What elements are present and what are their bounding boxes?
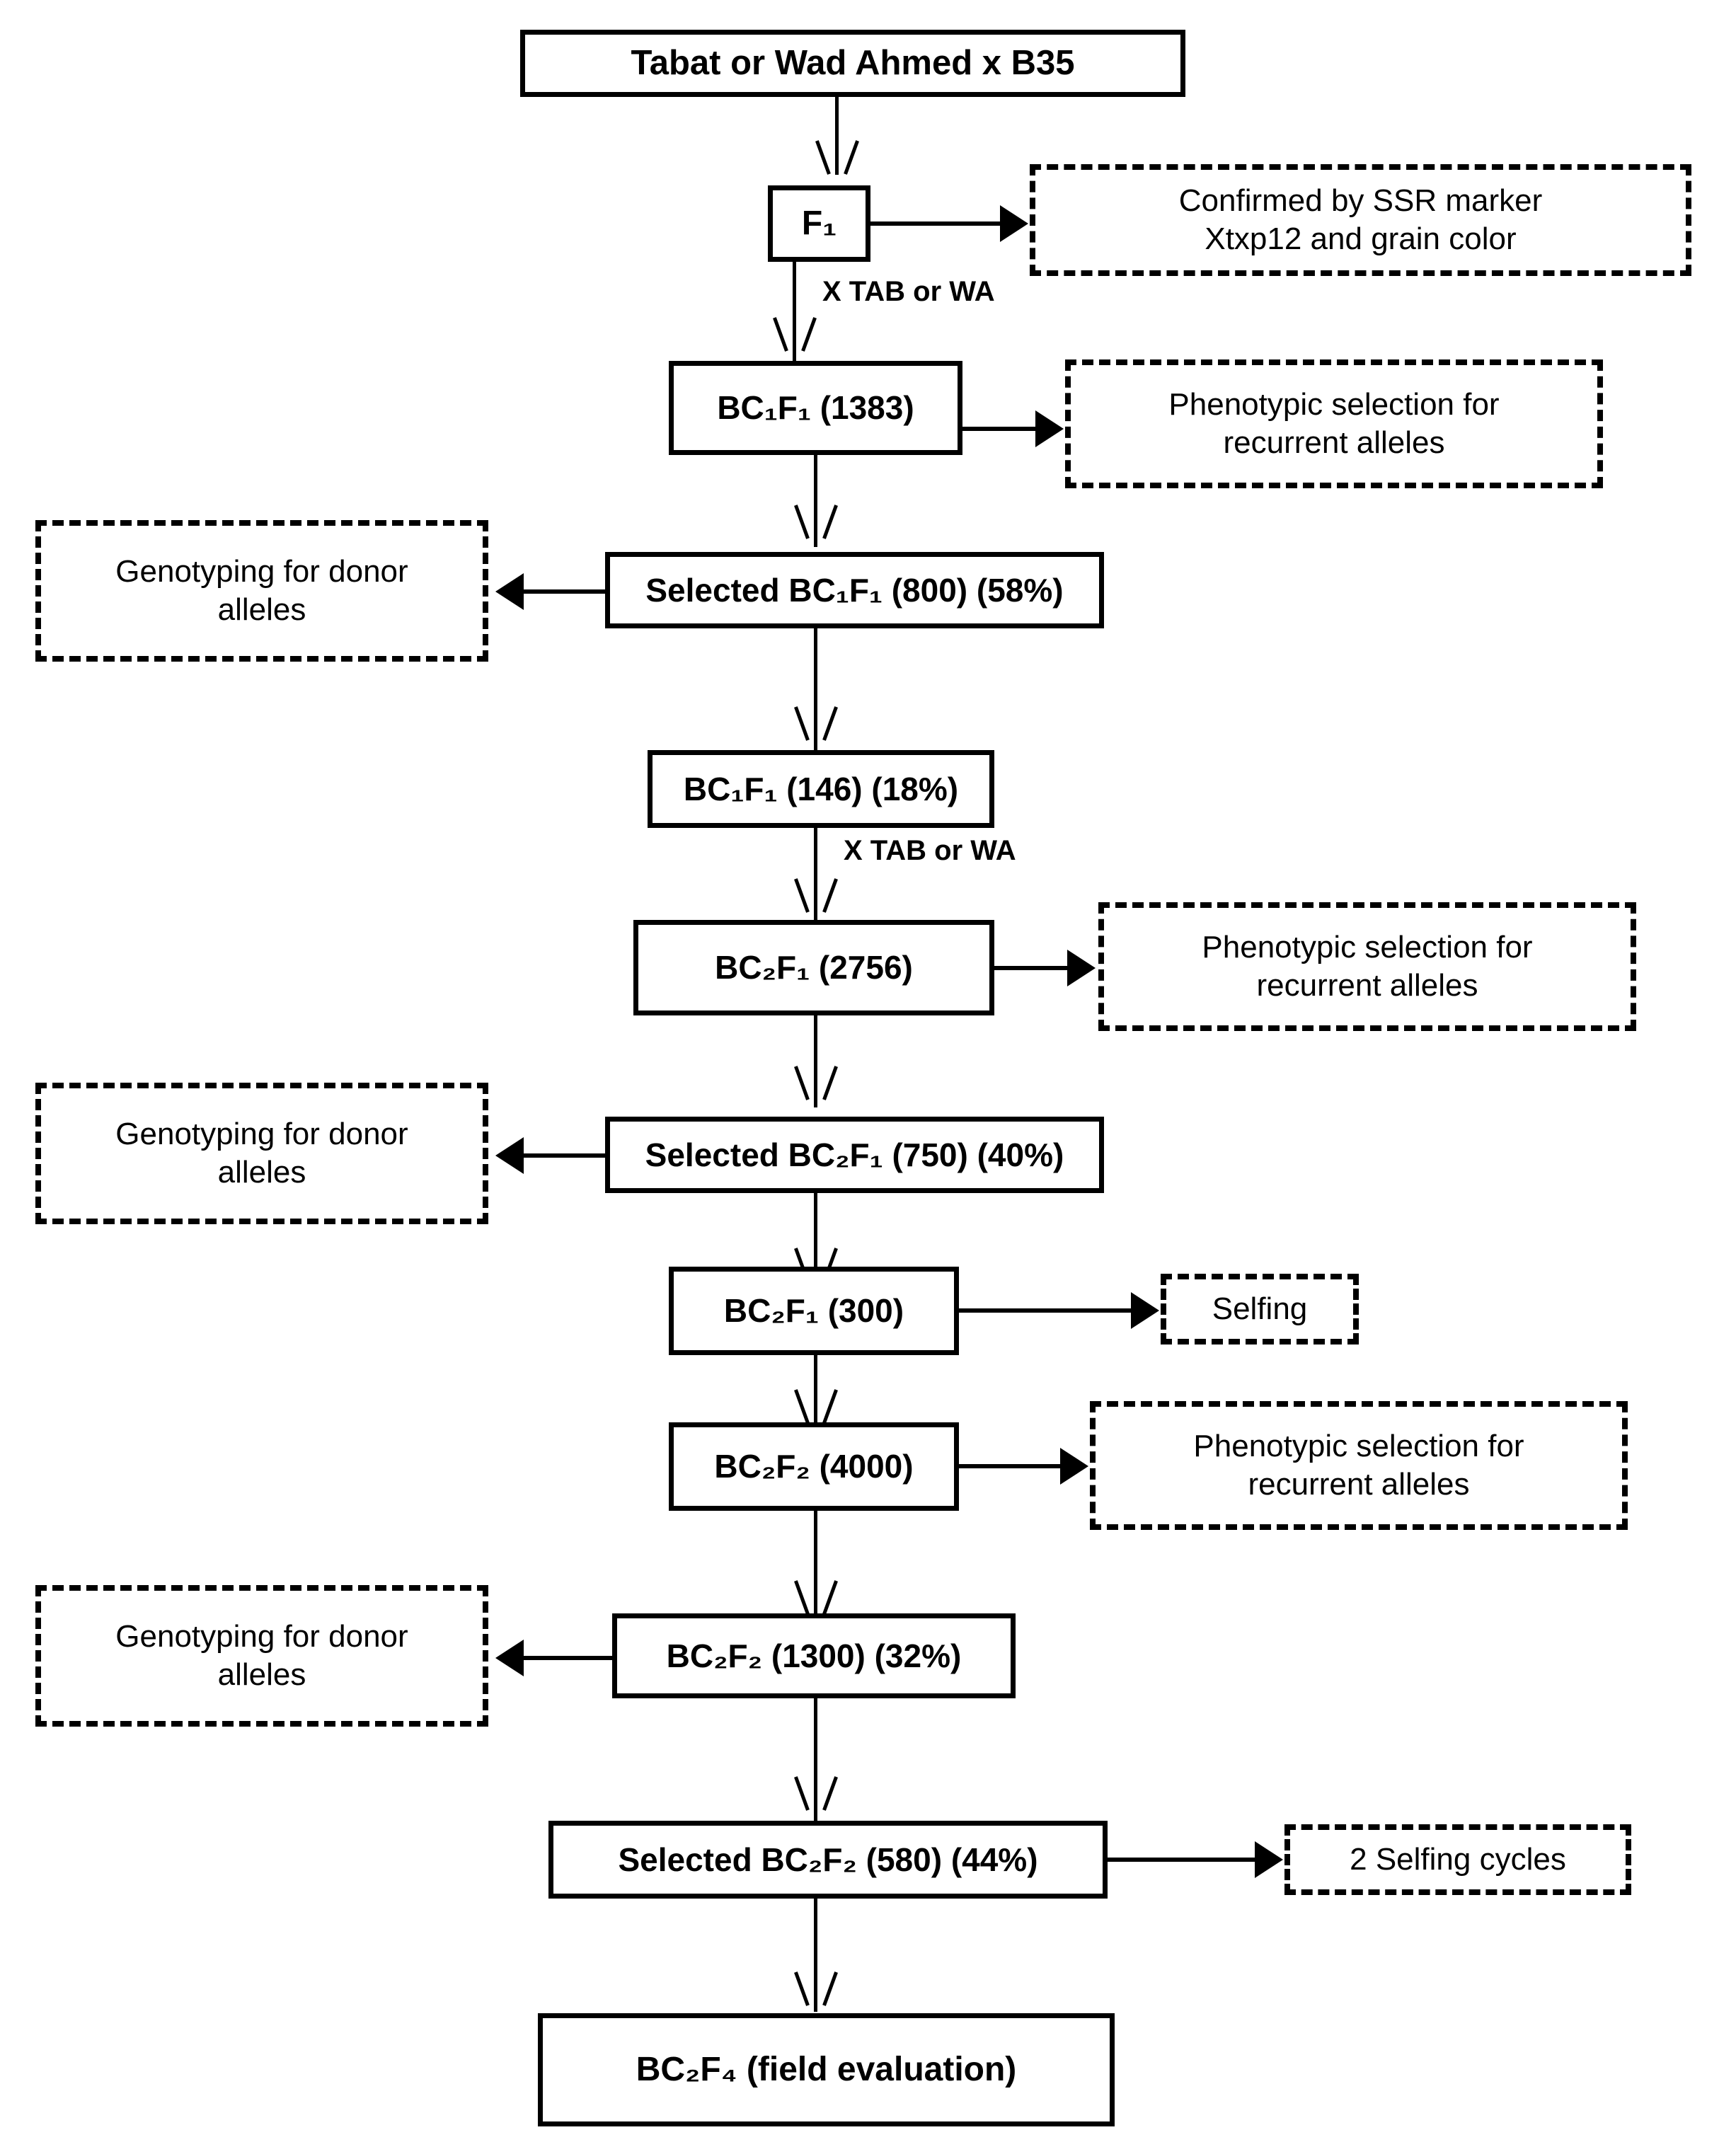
node-selected-bc1f1-800-label: Selected BC₁F₁ (800) (58%): [645, 571, 1064, 609]
arrow-right-bc2f1-300-to-selfing: [1131, 1292, 1159, 1329]
connector-bc1f1-to-pheno1: [962, 427, 1040, 431]
node-bc2f4-field-evaluation-label: BC₂F₄ (field evaluation): [636, 2050, 1017, 2088]
arrow-left-selected2-to-geno2: [495, 1137, 524, 1174]
node-genotyping-note-3[interactable]: Genotyping for donor alleles: [35, 1585, 488, 1727]
node-bc1f1-1383[interactable]: BC₁F₁ (1383): [669, 361, 962, 455]
node-parental-cross[interactable]: Tabat or Wad Ahmed x B35: [520, 30, 1185, 97]
node-selected-bc2f2-580[interactable]: Selected BC₂F₂ (580) (44%): [548, 1821, 1108, 1899]
arrow-down-bc2f2-1300-to-selected3: [800, 1778, 832, 1810]
node-phenotypic-selection-1-label: Phenotypic selection for recurrent allel…: [1168, 387, 1500, 460]
arrow-right-f1-to-ssr: [1000, 205, 1028, 242]
connector-f1-to-ssr: [870, 221, 1005, 226]
arrow-left-selected1-to-geno1: [495, 573, 524, 610]
node-bc2f1-2756-label: BC₂F₁ (2756): [715, 949, 913, 986]
connector-bc2f1-to-pheno2: [994, 966, 1072, 970]
edge-label-cross-tab-wa-2: X TAB or WA: [844, 835, 1016, 866]
arrow-down-selected3-to-bc2f4: [800, 1973, 832, 2005]
node-bc2f4-field-evaluation[interactable]: BC₂F₄ (field evaluation): [538, 2013, 1115, 2126]
node-selected-bc2f1-750[interactable]: Selected BC₂F₁ (750) (40%): [605, 1117, 1104, 1193]
connector-selected3-to-bc2f4: [814, 1899, 817, 2012]
node-selected-bc1f1-800[interactable]: Selected BC₁F₁ (800) (58%): [605, 552, 1104, 628]
node-bc2f2-4000[interactable]: BC₂F₂ (4000): [669, 1422, 959, 1511]
arrow-down-bc1f1-to-selected1: [800, 506, 832, 539]
connector-bc2f2-1300-to-selected3: [814, 1698, 817, 1822]
node-selfing-note[interactable]: Selfing: [1161, 1274, 1359, 1344]
connector-selected2-to-bc2f1-300: [814, 1193, 817, 1292]
node-bc1f1-146-label: BC₁F₁ (146) (18%): [683, 770, 959, 807]
arrow-down-bc1f1-146-to-bc2f1: [800, 880, 832, 912]
connector-bc2f1-300-to-selfing: [959, 1308, 1136, 1313]
node-genotyping-note-1-label: Genotyping for donor alleles: [115, 554, 408, 627]
connector-bc2f2-to-bc2f2-1300: [814, 1511, 817, 1628]
node-selected-bc2f1-750-label: Selected BC₂F₁ (750) (40%): [645, 1136, 1064, 1173]
arrow-right-bc2f2-to-pheno3: [1060, 1448, 1088, 1485]
node-bc2f2-1300[interactable]: BC₂F₂ (1300) (32%): [612, 1613, 1016, 1698]
connector-selected1-to-geno1: [522, 589, 607, 594]
node-phenotypic-selection-3-label: Phenotypic selection for recurrent allel…: [1193, 1429, 1524, 1502]
connector-f1-to-bc1f1: [793, 262, 796, 361]
connector-bc2f1-to-selected2: [814, 1015, 817, 1107]
node-bc2f1-300-label: BC₂F₁ (300): [723, 1292, 904, 1330]
arrow-down-bc2f1-to-selected2: [800, 1067, 832, 1100]
node-selfing-cycles-note-label: 2 Selfing cycles: [1350, 1842, 1566, 1877]
connector-cross-to-f1: [835, 97, 839, 175]
node-bc2f2-4000-label: BC₂F₂ (4000): [714, 1448, 914, 1485]
arrow-right-bc2f1-to-pheno2: [1067, 950, 1096, 986]
node-bc1f1-146[interactable]: BC₁F₁ (146) (18%): [648, 750, 994, 828]
node-selected-bc2f2-580-label: Selected BC₂F₂ (580) (44%): [618, 1841, 1038, 1878]
node-parental-cross-label: Tabat or Wad Ahmed x B35: [631, 43, 1075, 82]
arrow-down-selected1-to-bc1f1-146: [800, 708, 832, 740]
connector-selected1-to-bc1f1-146: [814, 628, 817, 756]
node-phenotypic-selection-3[interactable]: Phenotypic selection for recurrent allel…: [1090, 1401, 1628, 1530]
arrow-down-f1-to-bc1f1: [779, 318, 810, 351]
node-genotyping-note-2[interactable]: Genotyping for donor alleles: [35, 1083, 488, 1224]
node-bc1f1-1383-label: BC₁F₁ (1383): [717, 389, 914, 427]
node-f1[interactable]: F₁: [768, 185, 870, 262]
connector-selected3-to-selfing-cycles: [1108, 1858, 1260, 1862]
node-phenotypic-selection-2[interactable]: Phenotypic selection for recurrent allel…: [1098, 902, 1636, 1031]
node-phenotypic-selection-2-label: Phenotypic selection for recurrent allel…: [1202, 930, 1533, 1003]
node-bc2f2-1300-label: BC₂F₂ (1300) (32%): [666, 1637, 962, 1674]
connector-bc2f2-to-pheno3: [959, 1464, 1065, 1468]
node-bc2f1-300[interactable]: BC₂F₁ (300): [669, 1267, 959, 1355]
connector-bc2f2-1300-to-geno3: [522, 1656, 614, 1660]
node-selfing-cycles-note[interactable]: 2 Selfing cycles: [1284, 1824, 1631, 1895]
node-phenotypic-selection-1[interactable]: Phenotypic selection for recurrent allel…: [1065, 359, 1603, 488]
node-genotyping-note-1[interactable]: Genotyping for donor alleles: [35, 520, 488, 662]
connector-bc1f1-146-to-bc2f1: [814, 828, 817, 920]
node-f1-label: F₁: [801, 204, 837, 242]
connector-selected2-to-geno2: [522, 1153, 607, 1158]
arrow-down-bc2f1-300-to-bc2f2: [800, 1390, 832, 1423]
node-bc2f1-2756[interactable]: BC₂F₁ (2756): [633, 920, 994, 1015]
node-ssr-confirmation-label: Confirmed by SSR marker Xtxp12 and grain…: [1178, 183, 1543, 256]
edge-label-cross-tab-wa-1: X TAB or WA: [822, 276, 995, 307]
arrow-left-bc2f2-1300-to-geno3: [495, 1640, 524, 1676]
node-selfing-note-label: Selfing: [1212, 1291, 1308, 1327]
arrow-right-bc1f1-to-pheno1: [1035, 410, 1064, 447]
arrow-right-selected3-to-selfing-cycles: [1255, 1841, 1283, 1878]
arrow-down-bc2f2-to-bc2f2-1300: [800, 1582, 832, 1614]
connector-bc1f1-to-selected1: [814, 455, 817, 547]
arrow-down-cross-to-f1: [822, 142, 853, 174]
node-genotyping-note-3-label: Genotyping for donor alleles: [115, 1619, 408, 1692]
node-genotyping-note-2-label: Genotyping for donor alleles: [115, 1117, 408, 1190]
node-ssr-confirmation-note[interactable]: Confirmed by SSR marker Xtxp12 and grain…: [1030, 164, 1691, 276]
